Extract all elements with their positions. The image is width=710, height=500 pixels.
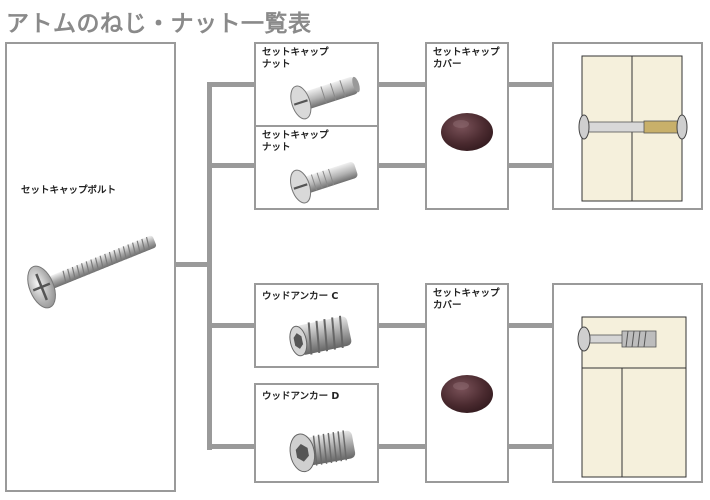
install-card-top	[552, 42, 703, 210]
anchor-c-label: ウッドアンカー C	[262, 291, 339, 302]
nut-card-1: セットキャップ ナット	[254, 42, 379, 127]
anchor-install-diagram	[577, 316, 687, 478]
page-title: アトムのねじ・ナット一覧表	[6, 11, 312, 37]
wood-anchor-d-image	[289, 430, 356, 473]
connector-to-anchor-c	[207, 323, 255, 328]
anchor-card-c: ウッドアンカー C	[254, 283, 379, 368]
bolt-label: セットキャップボルト	[21, 185, 117, 196]
set-cap-cover-image-2	[441, 375, 493, 413]
install-card-bottom	[552, 283, 703, 483]
cover-bottom-label-line1: セットキャップ	[433, 288, 500, 299]
bolt-card: セットキャップボルト	[5, 42, 176, 492]
connector-to-nut1	[207, 82, 255, 87]
cover-card-bottom: セットキャップ カバー	[425, 283, 509, 483]
connector-cover-top-install-2	[507, 163, 553, 168]
anchor-d-label: ウッドアンカー D	[262, 391, 340, 402]
connector-trunk	[207, 82, 212, 450]
set-cap-bolt-image	[27, 235, 157, 309]
anchor-card-d: ウッドアンカー D	[254, 383, 379, 483]
connector-to-anchor-d	[207, 444, 255, 449]
nut2-label-line2: ナット	[262, 142, 291, 153]
nut-install-diagram	[578, 55, 688, 202]
nut-card-2: セットキャップ ナット	[254, 125, 379, 210]
nut1-label-line2: ナット	[262, 59, 291, 70]
wood-anchor-c-image	[289, 315, 352, 357]
set-cap-nut-image-2	[290, 162, 358, 204]
set-cap-cover-image	[441, 113, 493, 151]
cover-bottom-label-line2: カバー	[433, 300, 462, 311]
connector-cover-top-install-1	[507, 82, 553, 87]
connector-nut2-cover	[378, 163, 426, 168]
nut1-label-line1: セットキャップ	[262, 47, 329, 58]
connector-anchorc-cover	[378, 323, 426, 328]
connector-cover-bottom-install-1	[507, 323, 553, 328]
set-cap-nut-image	[290, 76, 360, 120]
nut2-label-line1: セットキャップ	[262, 130, 329, 141]
cover-top-label-line2: カバー	[433, 59, 462, 70]
connector-cover-bottom-install-2	[507, 444, 553, 449]
connector-anchord-cover	[378, 444, 426, 449]
connector-bolt-out	[175, 262, 211, 267]
cover-card-top: セットキャップ カバー	[425, 42, 509, 210]
cover-top-label-line1: セットキャップ	[433, 47, 500, 58]
connector-to-nut2	[207, 163, 255, 168]
connector-nut1-cover	[378, 82, 426, 87]
